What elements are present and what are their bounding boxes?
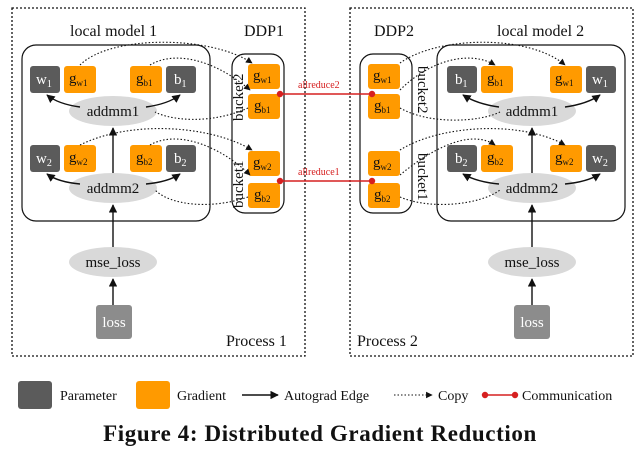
ddp2-gb1 bbox=[368, 94, 400, 119]
op-addmm1 bbox=[69, 96, 157, 126]
grad-gb2 bbox=[130, 145, 162, 172]
svg-text:mse_loss: mse_loss bbox=[504, 255, 559, 271]
legend-parameter-swatch bbox=[18, 381, 52, 409]
legend-copy-label: Copy bbox=[438, 389, 468, 404]
op-mse-loss-1 bbox=[69, 247, 157, 277]
param-w2 bbox=[30, 145, 60, 172]
svg-text:gw1: gw1 bbox=[555, 71, 574, 88]
allreduce1-label: allreduce1 bbox=[298, 167, 340, 178]
svg-text:gb1: gb1 bbox=[254, 98, 271, 115]
p2-op-addmm1 bbox=[488, 96, 576, 126]
ddp1-title: DDP1 bbox=[244, 23, 284, 40]
p2-grad-gb2 bbox=[481, 145, 513, 172]
copy-edges-2 bbox=[399, 41, 566, 205]
svg-text:addmm2: addmm2 bbox=[506, 181, 559, 197]
p2-grad-gb1 bbox=[481, 66, 513, 93]
ddp2-gb2 bbox=[368, 183, 400, 208]
svg-text:gb2: gb2 bbox=[374, 187, 391, 204]
svg-text:loss: loss bbox=[102, 315, 126, 331]
ddp1-bucket1-label: bucket1 bbox=[231, 161, 247, 208]
autograd-edges-1 bbox=[46, 94, 181, 305]
ddp1-gw1 bbox=[248, 64, 280, 89]
ddp1-gb2 bbox=[248, 183, 280, 208]
svg-text:w1: w1 bbox=[592, 72, 608, 90]
svg-text:mse_loss: mse_loss bbox=[85, 255, 140, 271]
svg-text:gb2: gb2 bbox=[254, 187, 271, 204]
model1-title: local model 1 bbox=[70, 23, 157, 40]
p2-grad-gw2 bbox=[550, 145, 582, 172]
legend-autograd-label: Autograd Edge bbox=[284, 389, 369, 404]
svg-text:gw1: gw1 bbox=[253, 68, 272, 85]
ddp2-box bbox=[359, 53, 413, 214]
ddp1-box bbox=[231, 53, 285, 214]
svg-text:w2: w2 bbox=[36, 151, 52, 169]
svg-text:addmm1: addmm1 bbox=[506, 104, 559, 120]
ddp2-gw2 bbox=[368, 151, 400, 176]
p2-param-w1 bbox=[586, 66, 616, 93]
svg-text:gw1: gw1 bbox=[373, 68, 392, 85]
legend-communication-label: Communication bbox=[522, 389, 612, 404]
loss-box-2 bbox=[514, 305, 550, 339]
p2-param-w2 bbox=[586, 145, 616, 172]
svg-text:gw2: gw2 bbox=[253, 155, 272, 172]
param-w1 bbox=[30, 66, 60, 93]
process2-box bbox=[349, 7, 634, 357]
legend-gradient-swatch bbox=[136, 381, 170, 409]
allreduce2-label: allreduce2 bbox=[298, 80, 340, 91]
op-mse-loss-2 bbox=[488, 247, 576, 277]
copy-edges-1 bbox=[79, 41, 253, 205]
model2-box bbox=[436, 44, 626, 222]
svg-text:loss: loss bbox=[520, 315, 544, 331]
model2-title: local model 2 bbox=[497, 23, 584, 40]
p2-param-b2 bbox=[447, 145, 477, 172]
svg-text:addmm1: addmm1 bbox=[87, 104, 140, 120]
svg-text:addmm2: addmm2 bbox=[87, 181, 140, 197]
svg-text:gb2: gb2 bbox=[487, 150, 504, 167]
svg-text:b2: b2 bbox=[174, 151, 187, 169]
p2-param-b1 bbox=[447, 66, 477, 93]
svg-text:b1: b1 bbox=[455, 72, 468, 90]
legend-parameter-label: Parameter bbox=[60, 389, 117, 404]
svg-text:gw2: gw2 bbox=[555, 150, 574, 167]
loss-box-1 bbox=[96, 305, 132, 339]
process1-label: Process 1 bbox=[226, 333, 287, 350]
ddp1-gb1 bbox=[248, 94, 280, 119]
p2-grad-gw1 bbox=[550, 66, 582, 93]
ddp1-gw2 bbox=[248, 151, 280, 176]
process1-box bbox=[11, 7, 306, 357]
svg-text:gw1: gw1 bbox=[69, 71, 88, 88]
communication-edges bbox=[276, 90, 376, 185]
svg-text:gb1: gb1 bbox=[136, 71, 153, 88]
process2-label: Process 2 bbox=[357, 333, 418, 350]
ddp2-bucket1-label: bucket1 bbox=[414, 153, 430, 200]
svg-text:b1: b1 bbox=[174, 72, 187, 90]
grad-gw1 bbox=[64, 66, 96, 93]
model1-box bbox=[21, 44, 211, 222]
p2-op-addmm2 bbox=[488, 173, 576, 203]
svg-text:gb2: gb2 bbox=[136, 150, 153, 167]
svg-text:w2: w2 bbox=[592, 151, 608, 169]
legend-gradient-label: Gradient bbox=[177, 389, 226, 404]
legend-communication-line bbox=[481, 391, 519, 399]
svg-text:gw2: gw2 bbox=[373, 155, 392, 172]
svg-text:b2: b2 bbox=[455, 151, 468, 169]
svg-text:gw2: gw2 bbox=[69, 150, 88, 167]
op-addmm2 bbox=[69, 173, 157, 203]
svg-text:w1: w1 bbox=[36, 72, 52, 90]
figure-caption: Figure 4: Distributed Gradient Reduction bbox=[103, 421, 537, 446]
autograd-edges-2 bbox=[462, 94, 601, 305]
svg-text:gb1: gb1 bbox=[374, 98, 391, 115]
param-b1 bbox=[166, 66, 196, 93]
svg-text:gb1: gb1 bbox=[487, 71, 504, 88]
ddp1-bucket2-label: bucket2 bbox=[231, 74, 247, 121]
grad-gw2 bbox=[64, 145, 96, 172]
ddp2-gw1 bbox=[368, 64, 400, 89]
param-b2 bbox=[166, 145, 196, 172]
ddp2-title: DDP2 bbox=[374, 23, 414, 40]
ddp2-bucket2-label: bucket2 bbox=[414, 66, 430, 113]
grad-gb1 bbox=[130, 66, 162, 93]
